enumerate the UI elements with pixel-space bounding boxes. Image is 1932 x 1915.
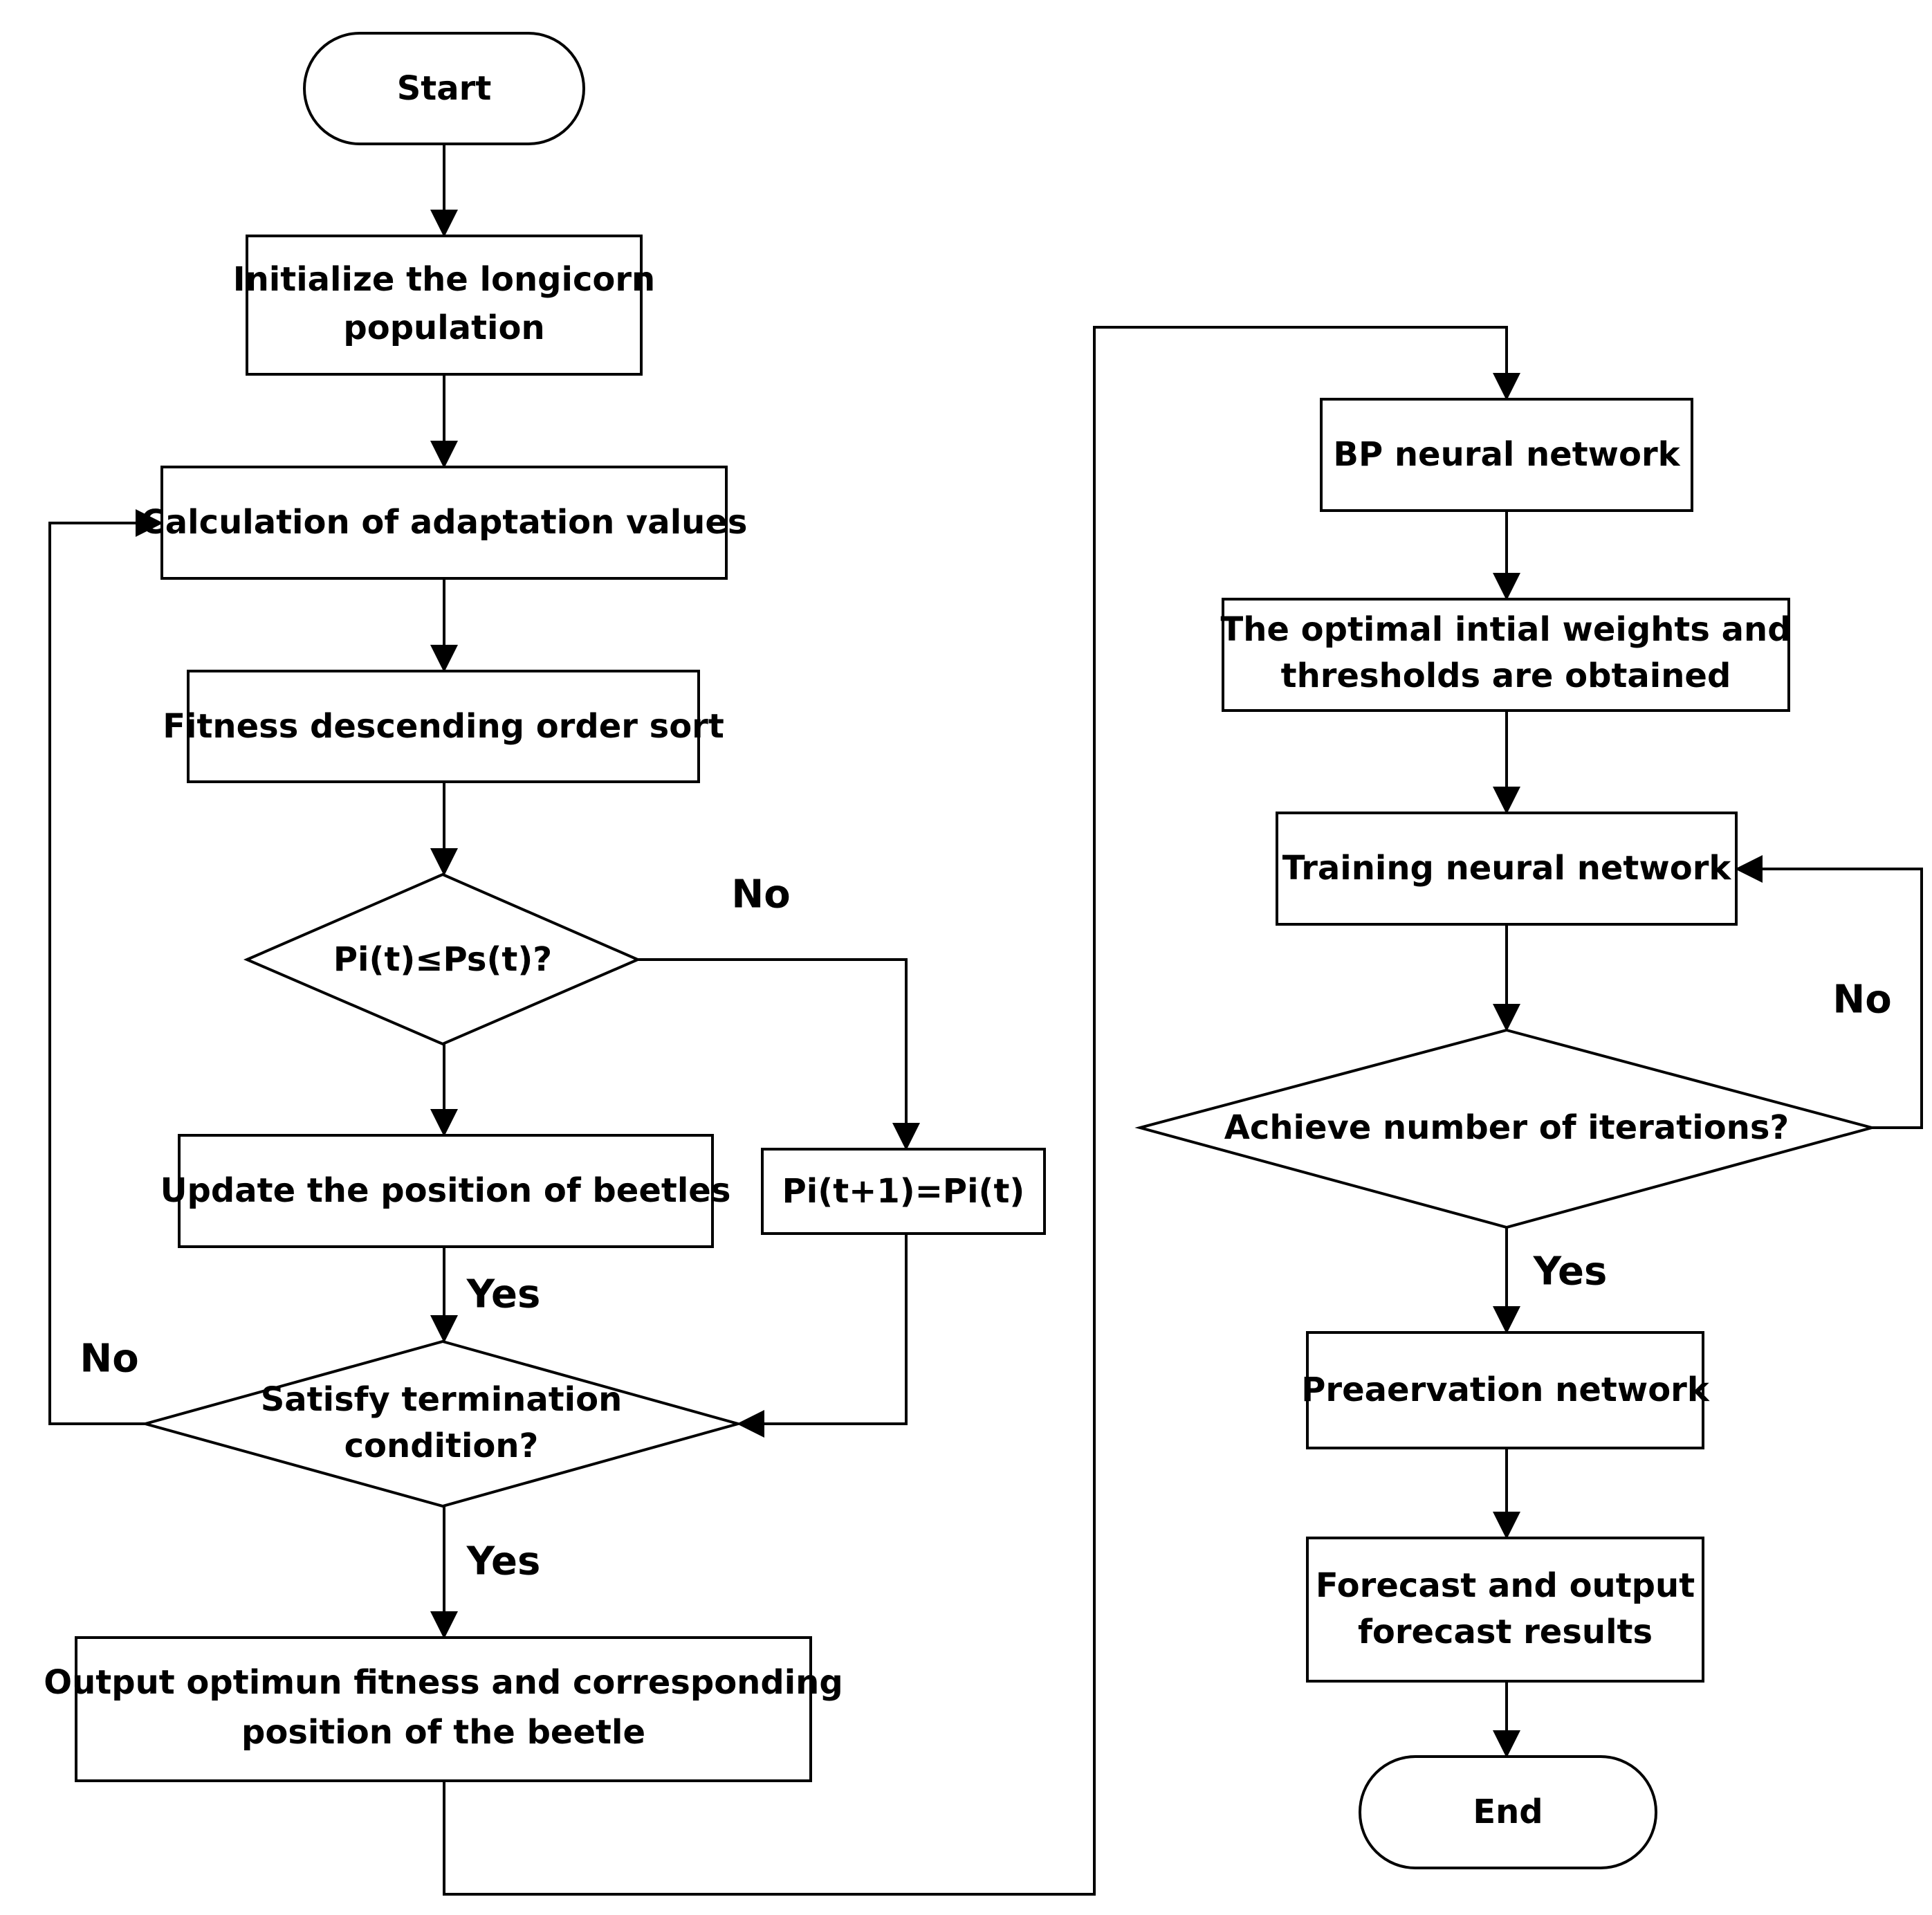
decision-pi-ps-node: Pi(t)≤Ps(t)? bbox=[243, 872, 642, 1046]
bp-network-label: BP neural network bbox=[1333, 435, 1680, 474]
decision-termination-node: Satisfy termination condition? bbox=[140, 1339, 744, 1508]
end-label: End bbox=[1473, 1793, 1543, 1831]
calc-adaptation-label: Calculation of adaptation values bbox=[141, 503, 748, 542]
optimal-weights-label-line1: The optimal intial weights and bbox=[1220, 610, 1791, 649]
calc-adaptation-node: Calculation of adaptation values bbox=[141, 466, 748, 580]
fitness-sort-label: Fitness descending order sort bbox=[163, 707, 724, 746]
decision-pi-ps-label: Pi(t)≤Ps(t)? bbox=[333, 940, 552, 979]
decision-iterations-node: Achieve number of iterations? bbox=[1134, 1028, 1877, 1229]
keep-position-label: Pi(t+1)=Pi(t) bbox=[782, 1172, 1025, 1211]
train-network-node: Training neural network bbox=[1276, 812, 1738, 926]
edge-output-to-bp bbox=[443, 326, 1520, 1896]
decision-iterations-label: Achieve number of iterations? bbox=[1224, 1108, 1790, 1147]
optimal-weights-node: The optimal intial weights and threshold… bbox=[1220, 598, 1792, 712]
decision-termination-label-line1: Satisfy termination bbox=[261, 1380, 623, 1419]
edge-decision1-no-to-keep bbox=[638, 958, 920, 1151]
label-decision2-yes: Yes bbox=[466, 1539, 541, 1584]
fitness-sort-node: Fitness descending order sort bbox=[163, 670, 724, 783]
init-population-node: Initialize the longicorn population bbox=[233, 235, 655, 376]
forecast-label-line1: Forecast and output bbox=[1316, 1566, 1695, 1605]
forecast-node: Forecast and output forecast results bbox=[1306, 1537, 1704, 1683]
start-node: Start bbox=[303, 32, 585, 145]
edge-decision2-no-loop-to-calc bbox=[48, 509, 163, 1425]
init-population-label-line2: population bbox=[343, 309, 544, 347]
preservation-network-label: Preaervation network bbox=[1301, 1371, 1710, 1409]
label-decision3-no: No bbox=[1832, 978, 1891, 1023]
init-population-label-line1: Initialize the longicorn bbox=[233, 260, 655, 299]
decision-termination-label-line2: condition? bbox=[344, 1427, 539, 1465]
train-network-label: Training neural network bbox=[1282, 849, 1732, 888]
edge-decision3-no-loop-to-train bbox=[1735, 855, 1923, 1129]
preservation-network-node: Preaervation network bbox=[1301, 1331, 1710, 1449]
edge-keep-to-decision2 bbox=[737, 1234, 908, 1438]
output-optimum-node: Output optimun fitness and corresponding… bbox=[44, 1636, 843, 1782]
label-decision1-no: No bbox=[731, 872, 790, 917]
label-decision2-no: No bbox=[80, 1337, 138, 1382]
update-position-label: Update the position of beetles bbox=[160, 1171, 731, 1210]
output-optimum-label-line1: Output optimun fitness and corresponding bbox=[44, 1663, 843, 1702]
optimal-weights-label-line2: thresholds are obtained bbox=[1281, 657, 1731, 695]
update-position-node: Update the position of beetles bbox=[160, 1134, 731, 1248]
end-node: End bbox=[1359, 1755, 1657, 1869]
keep-position-node: Pi(t+1)=Pi(t) bbox=[761, 1148, 1046, 1235]
label-decision1-yes: Yes bbox=[466, 1272, 541, 1317]
output-optimum-label-line2: position of the beetle bbox=[241, 1713, 645, 1752]
bp-network-node: BP neural network bbox=[1320, 398, 1693, 512]
start-label: Start bbox=[397, 69, 492, 108]
forecast-label-line2: forecast results bbox=[1358, 1613, 1653, 1651]
label-decision3-yes: Yes bbox=[1533, 1249, 1608, 1294]
